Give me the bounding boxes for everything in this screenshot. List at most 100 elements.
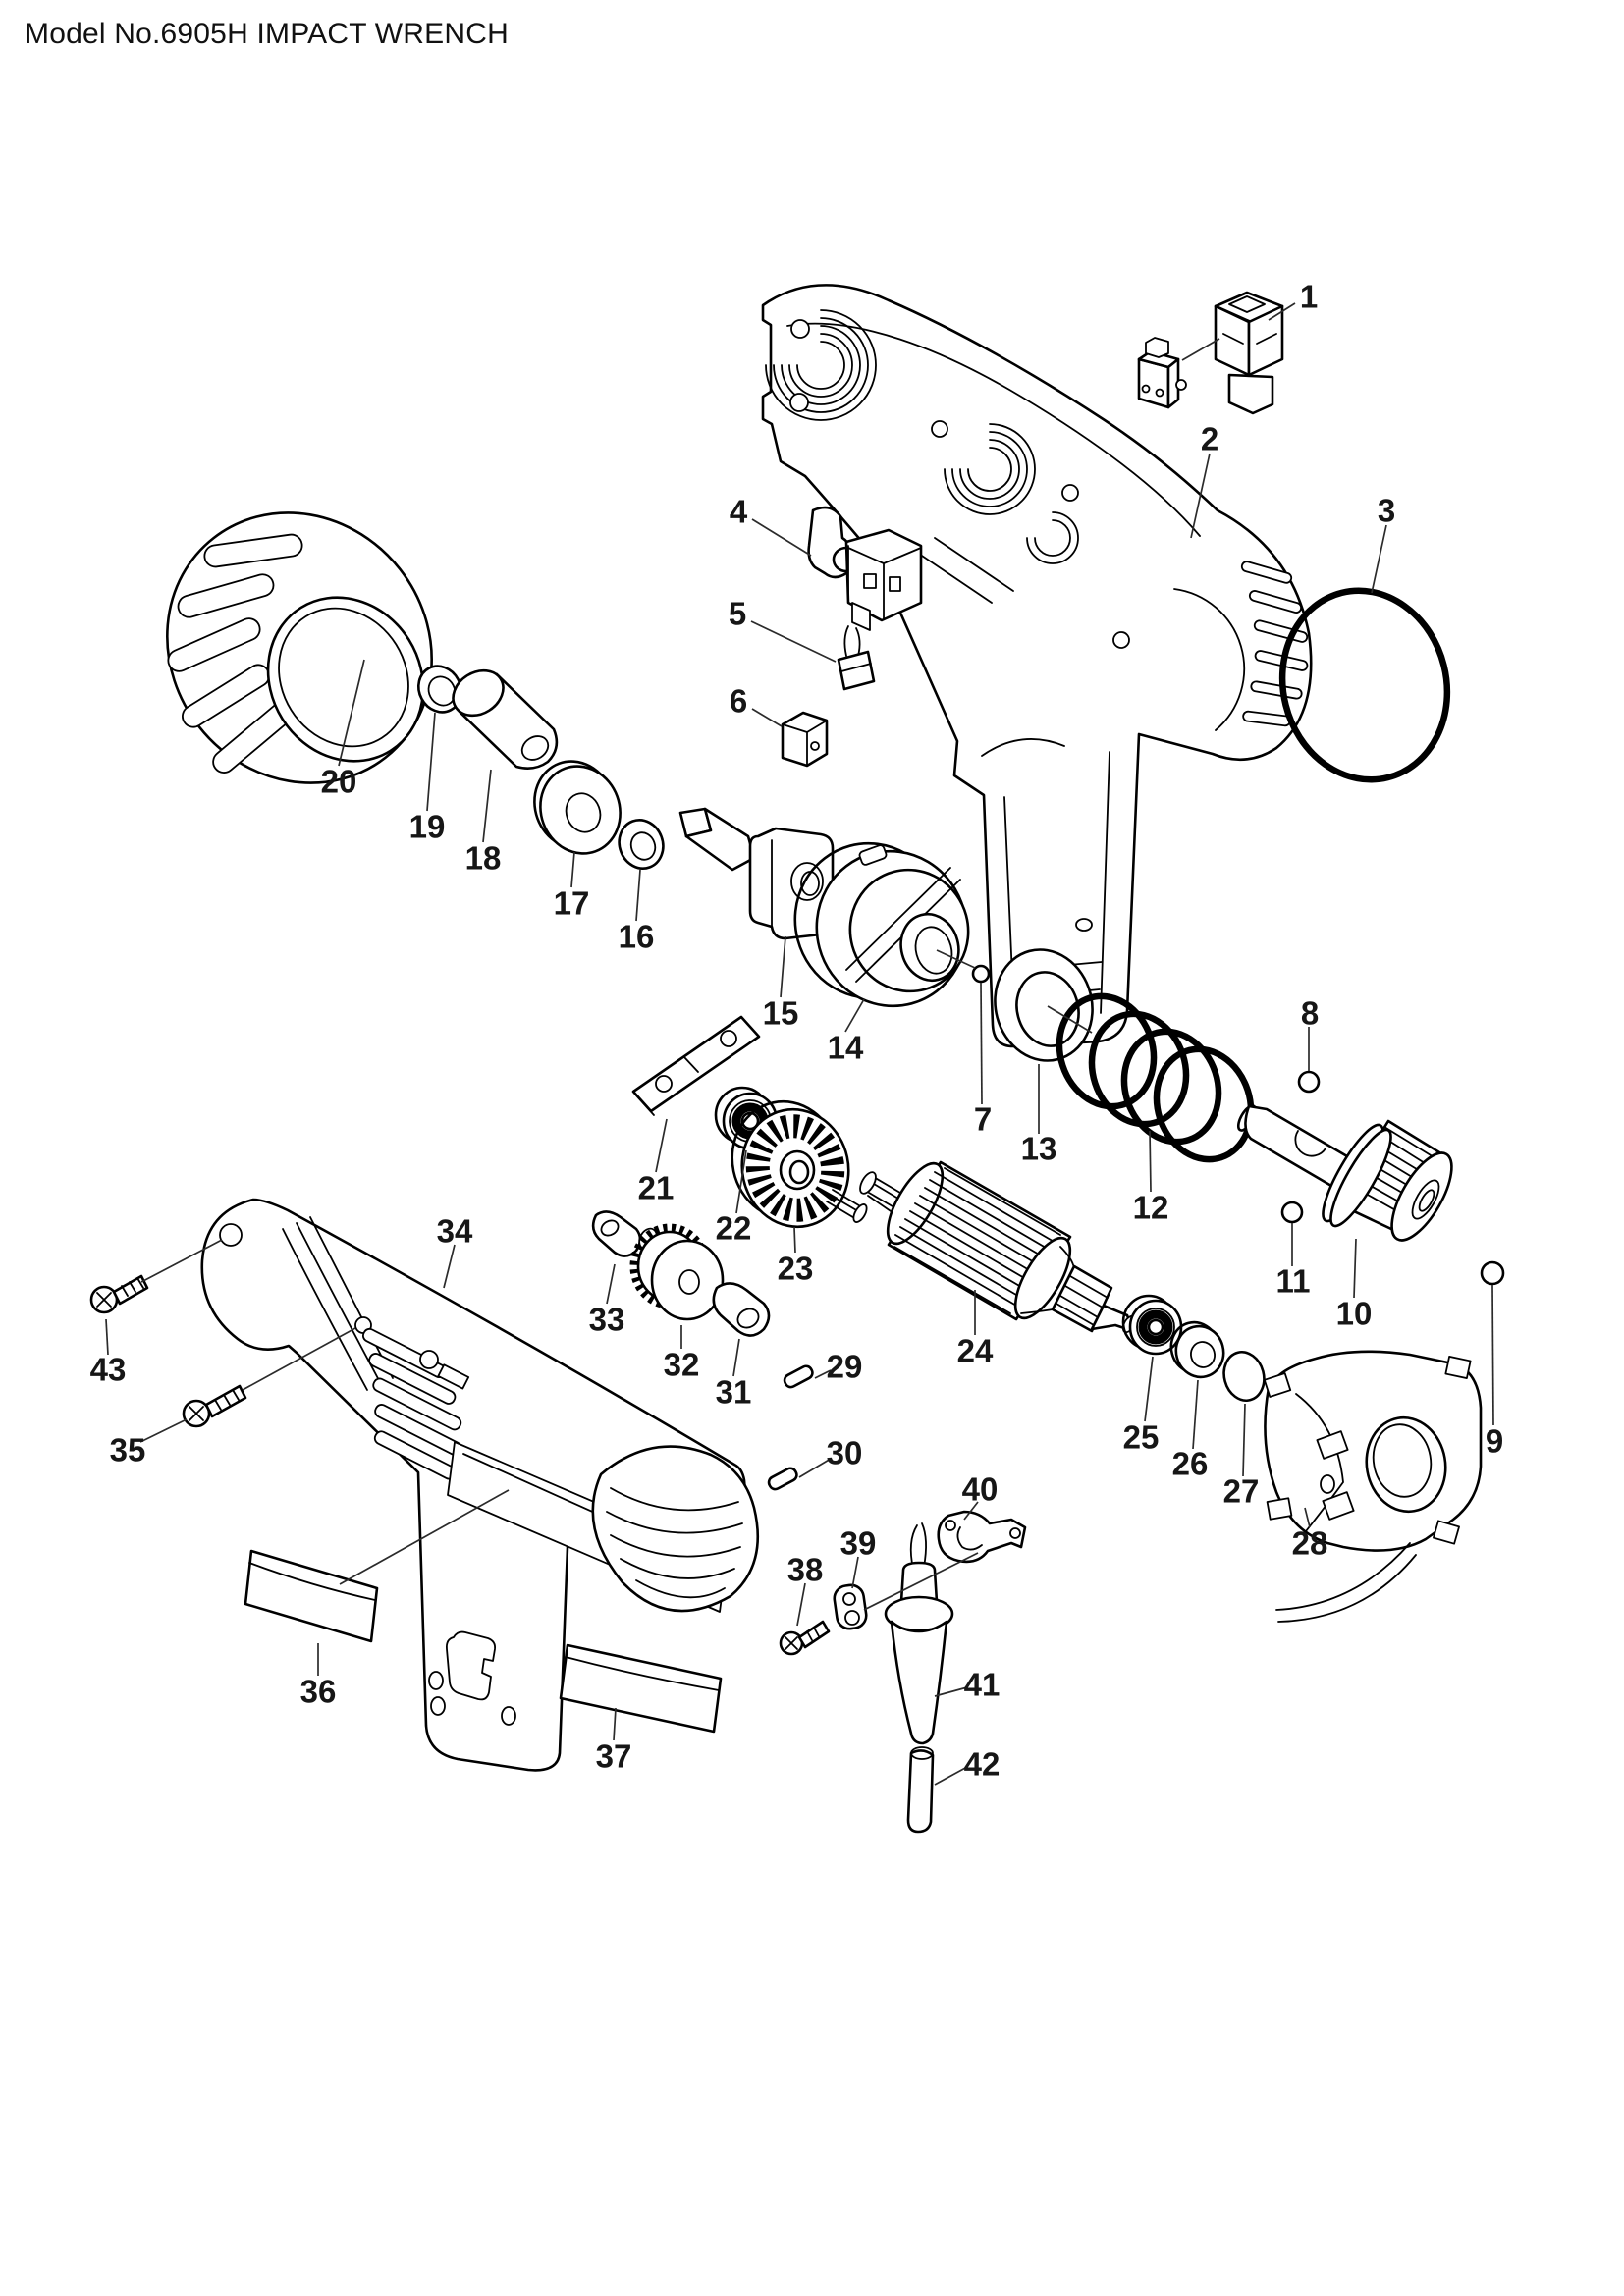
part-number-28: 28: [1292, 1525, 1328, 1562]
part-19-ring-drawing: [417, 665, 462, 714]
leader-line-part-2: [1190, 453, 1211, 539]
callout-part-25: 25: [1123, 1356, 1160, 1456]
part-38-screw-drawing: [779, 1620, 831, 1656]
part-18-sleeve-drawing: [452, 668, 559, 770]
callout-part-40: 40: [962, 1471, 999, 1521]
leader-line-part-28: [1304, 1507, 1311, 1528]
part-number-9: 9: [1486, 1423, 1503, 1460]
leader-line-part-14: [844, 998, 865, 1033]
leader-line-part-10: [1353, 1238, 1357, 1299]
part-number-4: 4: [730, 494, 748, 530]
part-number-18: 18: [465, 840, 502, 877]
callout-part-29: 29: [814, 1349, 862, 1385]
part-number-17: 17: [554, 885, 590, 922]
leader-line-part-37: [613, 1707, 617, 1741]
leader-line-part-1: [1268, 302, 1296, 321]
part-number-7: 7: [974, 1101, 992, 1138]
leader-line-part-18: [482, 769, 492, 843]
part-1-aux-switch-drawing: [1137, 337, 1187, 409]
callout-part-11: 11: [1276, 1223, 1311, 1300]
callout-part-26: 26: [1172, 1379, 1208, 1482]
callout-part-2: 2: [1190, 421, 1218, 539]
callout-part-5: 5: [729, 596, 837, 663]
callout-part-30: 30: [798, 1435, 863, 1478]
callout-part-21: 21: [638, 1118, 674, 1206]
callout-part-37: 37: [596, 1707, 631, 1775]
part-31-sleeve-drawing: [712, 1282, 771, 1337]
callout-part-3: 3: [1371, 493, 1395, 594]
callout-part-27: 27: [1223, 1403, 1259, 1510]
callout-part-41: 41: [934, 1667, 1000, 1703]
leader-line-part-21: [655, 1118, 668, 1173]
callout-part-28: 28: [1292, 1507, 1328, 1562]
part-number-35: 35: [110, 1432, 146, 1468]
part-10-spindle-drawing: [1236, 1104, 1453, 1242]
part-9-steel-ball: [1480, 1260, 1505, 1286]
part-number-38: 38: [787, 1552, 824, 1588]
part-43-screw-drawing: [89, 1274, 149, 1314]
callout-part-19: 19: [409, 712, 446, 845]
part-36-label-plate-drawing: [244, 1549, 379, 1643]
leader-line-part-1: [1181, 338, 1220, 361]
leader-line-part-20: [338, 659, 365, 767]
callout-part-18: 18: [465, 769, 502, 877]
part-number-11: 11: [1276, 1263, 1311, 1300]
part-6-terminal-block-drawing: [781, 711, 829, 768]
part-number-31: 31: [716, 1374, 752, 1411]
leader-line-part-25: [1144, 1356, 1154, 1422]
callout-part-8: 8: [1301, 995, 1319, 1071]
callout-part-15: 15: [763, 935, 798, 1032]
leader-line-part-31: [732, 1338, 740, 1377]
part-number-20: 20: [321, 764, 357, 800]
leader-line-part-36: [339, 1489, 510, 1585]
callout-part-12: 12: [1133, 1130, 1168, 1226]
part-20-hammer-case-drawing: [166, 511, 433, 784]
part-number-39: 39: [840, 1525, 877, 1562]
leader-line-part-16: [635, 869, 641, 922]
callout-part-24: 24: [957, 1290, 994, 1369]
callout-part-14: 14: [828, 998, 865, 1066]
leader-line-part-33: [606, 1263, 616, 1305]
leader-line-part-29: [814, 1369, 832, 1379]
part-number-32: 32: [664, 1347, 700, 1383]
callout-part-33: 33: [589, 1263, 624, 1338]
part-26-washer-drawing: [1169, 1320, 1225, 1379]
leader-line-part-23: [793, 1226, 796, 1254]
part-40-brush-holder-drawing: [937, 1510, 1027, 1564]
part-number-5: 5: [729, 596, 746, 632]
part-number-43: 43: [90, 1352, 127, 1388]
part-number-25: 25: [1123, 1419, 1160, 1456]
part-4-trigger-switch-drawing: [807, 506, 923, 631]
part-number-42: 42: [964, 1746, 1001, 1783]
callout-part-22: 22: [716, 1149, 751, 1247]
leader-line-part-42: [934, 1766, 968, 1786]
part-number-30: 30: [827, 1435, 863, 1471]
callout-part-9: 9: [1486, 1284, 1503, 1460]
leader-line-part-6: [751, 708, 783, 727]
leader-line-part-26: [1192, 1379, 1199, 1450]
leader-line-part-3: [1371, 524, 1387, 594]
part-29-pin-drawing: [783, 1364, 814, 1389]
callout-part-36: 36: [300, 1489, 510, 1710]
leader-line-part-34: [443, 1244, 456, 1289]
part-number-16: 16: [619, 919, 655, 955]
part-41-cord-guard-drawing: [884, 1522, 954, 1745]
callout-part-39: 39: [840, 1525, 979, 1611]
leader-line-part-40: [963, 1501, 979, 1521]
leader-line-part-38: [796, 1582, 806, 1627]
leader-line-part-5: [750, 620, 837, 663]
leader-line-part-30: [798, 1458, 832, 1478]
part-number-23: 23: [778, 1251, 814, 1287]
callout-part-7: 7: [936, 949, 992, 1138]
callout-part-16: 16: [619, 869, 655, 955]
part-33-sleeve-drawing: [591, 1210, 642, 1257]
part-14-hammer-drawing: [793, 841, 970, 1008]
part-5-capacitor-drawing: [837, 625, 876, 691]
part-8-steel-ball: [1297, 1070, 1321, 1094]
part-number-19: 19: [409, 809, 446, 845]
part-2-housing-upper-half-drawing: [761, 284, 1313, 1048]
part-number-40: 40: [962, 1471, 999, 1508]
leader-line-part-27: [1242, 1403, 1246, 1477]
leader-line-part-15: [780, 935, 786, 998]
part-17-washer-drawing: [533, 760, 622, 855]
